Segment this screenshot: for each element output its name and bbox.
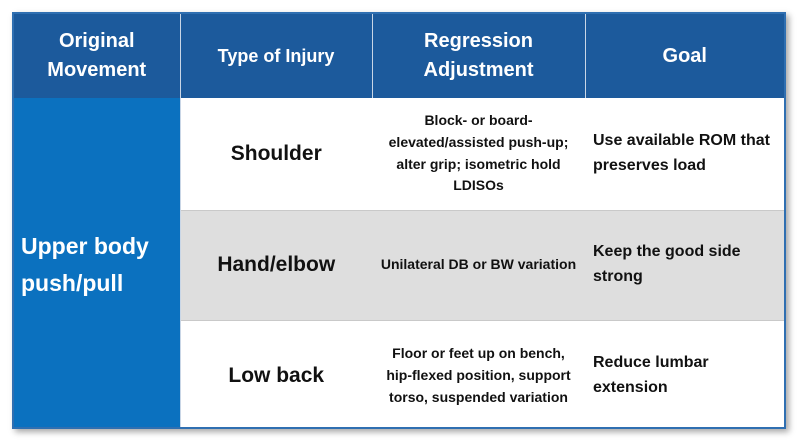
injury-cell: Hand/elbow bbox=[180, 209, 372, 320]
regression-cell: Block- or board-elevated/assisted push-u… bbox=[372, 98, 585, 210]
regression-table-frame: Original Movement Type of Injury Regress… bbox=[12, 12, 786, 429]
injury-cell: Shoulder bbox=[180, 98, 372, 210]
table-row: Hand/elbow Unilateral DB or BW variation… bbox=[14, 209, 784, 320]
regression-cell: Unilateral DB or BW variation bbox=[372, 209, 585, 320]
table-row: Upper body push/pull Shoulder Block- or … bbox=[14, 98, 784, 427]
goal-cell: Keep the good side strong bbox=[585, 209, 784, 320]
regression-table: Original Movement Type of Injury Regress… bbox=[14, 14, 784, 427]
injury-cell: Low back bbox=[180, 319, 372, 427]
header-row: Original Movement Type of Injury Regress… bbox=[14, 14, 784, 98]
header-original-movement: Original Movement bbox=[14, 14, 181, 98]
movement-cell: Upper body push/pull bbox=[14, 98, 181, 427]
header-goal: Goal bbox=[585, 14, 784, 98]
regression-cell: Floor or feet up on bench, hip-flexed po… bbox=[372, 319, 585, 427]
goal-cell: Reduce lumbar extension bbox=[585, 319, 784, 427]
header-regression-adjustment: Regression Adjustment bbox=[372, 14, 586, 98]
table-row: Low back Floor or feet up on bench, hip-… bbox=[14, 319, 784, 427]
header-type-of-injury: Type of Injury bbox=[180, 14, 373, 98]
goal-cell: Use available ROM that preserves load bbox=[585, 98, 784, 210]
